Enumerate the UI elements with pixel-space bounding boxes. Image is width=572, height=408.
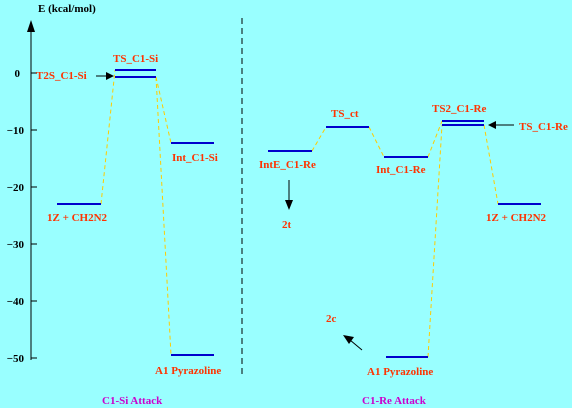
label-ts-si: TS_C1-Si xyxy=(113,53,158,65)
label-inte-re: IntE_C1-Re xyxy=(259,159,316,171)
arrow-to-2t xyxy=(285,180,293,210)
label-int-si: Int_C1-Si xyxy=(172,152,218,164)
label-ts2-re: TS2_C1-Re xyxy=(432,103,487,115)
label-2t: 2t xyxy=(282,219,292,231)
arrow-to-2c xyxy=(343,335,363,351)
label-int-re: Int_C1-Re xyxy=(376,164,426,176)
section-label-re: C1-Re Attack xyxy=(362,395,427,407)
energy-axis: E (kcal/mol) 0 −10 −20 −30 −40 −50 xyxy=(7,3,96,365)
tick-label-minus30: −30 xyxy=(7,239,25,251)
tick-label-minus20: −20 xyxy=(7,182,25,194)
axis-title: E (kcal/mol) xyxy=(38,3,96,15)
label-t2s-si: T2S_C1-Si xyxy=(36,70,87,82)
label-pyrazoline-re: A1 Pyrazoline xyxy=(367,366,433,378)
left-connectors xyxy=(100,69,172,356)
label-ts-ct: TS_ct xyxy=(331,108,359,120)
tick-label-0: 0 xyxy=(15,68,21,80)
right-levels xyxy=(268,120,541,358)
label-2c: 2c xyxy=(326,313,337,325)
arrow-ts-re xyxy=(488,121,514,129)
section-label-si: C1-Si Attack xyxy=(102,395,163,407)
arrow-t2s-si xyxy=(96,72,114,80)
right-connectors xyxy=(311,120,499,358)
left-levels xyxy=(57,69,214,356)
tick-label-minus10: −10 xyxy=(7,125,25,137)
tick-label-minus50: −50 xyxy=(7,353,25,365)
label-reactant-re: 1Z + CH2N2 xyxy=(486,212,547,224)
label-reactant-si: 1Z + CH2N2 xyxy=(47,212,108,224)
tick-label-minus40: −40 xyxy=(7,296,25,308)
label-pyrazoline-si: A1 Pyrazoline xyxy=(155,365,221,377)
label-ts-re: TS_C1-Re xyxy=(519,121,568,133)
